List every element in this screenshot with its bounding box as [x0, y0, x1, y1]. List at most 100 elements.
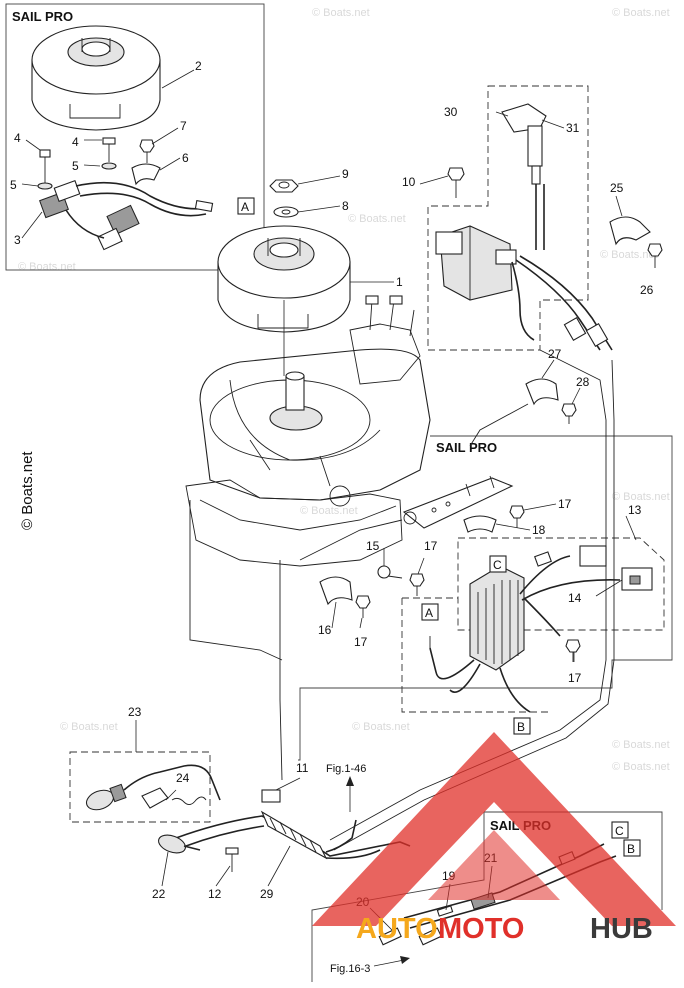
- bolt-10: [447, 167, 465, 198]
- figure-ref-1-46: Fig.1-46: [326, 763, 366, 775]
- flywheel-sail-pro: [31, 25, 161, 131]
- fig-1-46-arrow: [346, 776, 354, 812]
- logo-triangle: [312, 732, 676, 926]
- callout-3: 3: [14, 233, 21, 247]
- coil-connector-1: [563, 316, 587, 342]
- connector-tag-A-top: A: [237, 197, 255, 215]
- stop-switch: [85, 764, 221, 811]
- callout-30: 30: [444, 105, 458, 119]
- callout-10: 10: [402, 175, 416, 189]
- rectifier-regulator: [469, 565, 525, 671]
- callout-27: 27: [548, 347, 562, 361]
- spark-plug-cap: [501, 103, 547, 250]
- callout-9: 9: [342, 167, 349, 181]
- callout-22: 22: [152, 887, 166, 901]
- logo-triangle-inner: [428, 830, 560, 900]
- svg-text:C: C: [493, 558, 502, 572]
- callout-4-left: 4: [14, 131, 21, 145]
- callout-14: 14: [568, 591, 582, 605]
- callout-2: 2: [195, 59, 202, 73]
- ignition-coil: [435, 225, 517, 301]
- clamp-18: [463, 515, 497, 533]
- figure-ref-16-3: Fig.16-3: [330, 963, 370, 975]
- callout-17-bracket: 17: [558, 497, 572, 511]
- fig-16-3-arrow: [373, 956, 410, 967]
- callout-29: 29: [260, 887, 274, 901]
- svg-text:C: C: [615, 824, 624, 838]
- watermark-right: © Boats.net: [600, 249, 658, 261]
- bolt-28: [561, 403, 577, 424]
- connector-tag-B-mid: B: [513, 717, 531, 735]
- callout-6: 6: [182, 151, 189, 165]
- svg-text:B: B: [517, 720, 525, 734]
- watermark-right-2: © Boats.net: [612, 491, 670, 503]
- callout-numbers: 2 4 4 5 5 7 6 3 9 8 1 30 31 10 25 26 27 …: [10, 59, 654, 909]
- callout-8: 8: [342, 199, 349, 213]
- engine-stop-switch-frame: [69, 751, 211, 823]
- callout-28: 28: [576, 375, 590, 389]
- callout-12: 12: [208, 887, 222, 901]
- ignition-coil-group-frame: [427, 85, 589, 351]
- terminal-19: [436, 905, 454, 917]
- washer-8: [273, 206, 299, 218]
- sail-pro-label-top: SAIL PRO: [12, 9, 73, 24]
- callout-24: 24: [176, 771, 190, 785]
- engine-crankcase: [199, 295, 431, 501]
- bolt-17-bracket: [509, 505, 525, 528]
- clamp-6: [131, 163, 161, 186]
- callout-1: 1: [396, 275, 403, 289]
- callout-31: 31: [566, 121, 580, 135]
- callout-4-center: 4: [72, 135, 79, 149]
- watermark-lower-right: © Boats.net: [612, 739, 670, 751]
- connector-tag-C-bottom: C: [611, 821, 629, 839]
- callout-23: 23: [128, 705, 142, 719]
- svg-text:A: A: [425, 606, 433, 620]
- clamp-16: [319, 576, 353, 606]
- callout-11: 11: [296, 761, 309, 775]
- bolt-left: [37, 149, 53, 190]
- watermark-left-box: © Boats.net: [18, 261, 76, 273]
- callout-13: 13: [628, 503, 642, 517]
- harness-clip-11: [261, 789, 281, 803]
- nut-9: [269, 179, 299, 193]
- watermark-lower-right-2: © Boats.net: [612, 761, 670, 773]
- sail-pro-label-middle: SAIL PRO: [436, 440, 497, 455]
- wire-harness-29: [175, 789, 411, 860]
- watermark-mid: © Boats.net: [348, 213, 406, 225]
- watermark-top: © Boats.net: [312, 7, 370, 19]
- svg-text:A: A: [241, 200, 249, 214]
- callout-17-terminal: 17: [424, 539, 438, 553]
- watermark-top-right: © Boats.net: [612, 7, 670, 19]
- sail-pro-box-top: [5, 3, 265, 271]
- logo-text-auto: AUTO: [356, 913, 438, 945]
- connector-tag-B-bottom: B: [623, 839, 641, 857]
- connector-tag-A-mid: A: [421, 603, 439, 621]
- connector-14: [579, 545, 653, 591]
- automotohub-logo: AUTO MOTO HUB: [312, 732, 676, 945]
- callout-17-clamp: 17: [354, 635, 368, 649]
- connector-tag-C-mid: C: [489, 555, 507, 573]
- logo-text-moto: MOTO: [438, 913, 524, 945]
- charge-coil-sail-pro: [39, 179, 214, 251]
- terminal-20: [378, 927, 442, 946]
- callout-17-rectifier: 17: [568, 671, 582, 685]
- bolt-17-clamp: [355, 595, 371, 618]
- watermark-vertical: © Boats.net: [19, 451, 36, 530]
- clamp-27: [525, 378, 559, 406]
- bolt-26: [647, 243, 663, 268]
- bolt-17-terminal: [409, 573, 425, 596]
- screw-center: [101, 137, 117, 170]
- callout-5-left: 5: [10, 178, 17, 192]
- mounting-bracket-15: [402, 475, 514, 529]
- callout-25: 25: [610, 181, 624, 195]
- coil-connector-2: [585, 322, 609, 348]
- cap-22: [158, 834, 201, 854]
- ring-terminal-15: [377, 565, 403, 579]
- bolt-17-rectifier: [565, 639, 581, 662]
- callout-5-center: 5: [72, 159, 79, 173]
- callout-7: 7: [180, 119, 187, 133]
- svg-text:B: B: [627, 842, 635, 856]
- callout-18: 18: [532, 523, 546, 537]
- sail-pro-wire-frame: [401, 597, 548, 713]
- lanyard-clip-24: [141, 787, 207, 809]
